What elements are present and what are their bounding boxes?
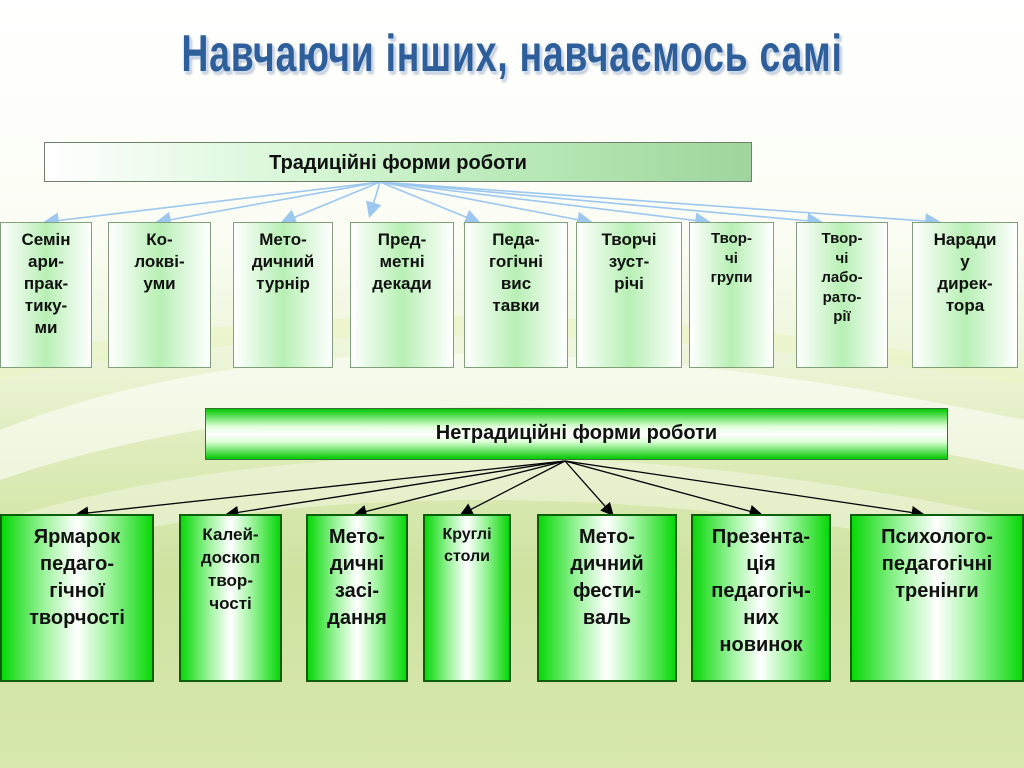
arrow-trad-8 [379,181,824,229]
arrow-trad-9 [379,181,942,230]
nontrad-item-creativity-kaleidoscope: Калей- доскоп твор- чості [179,514,282,682]
traditional-forms-header: Традиційні форми роботи [44,142,752,182]
nontrad-item-psych-trainings: Психолого- педагогічні тренінги [850,514,1024,682]
arrow-trad-4 [366,181,382,219]
arrow-nontrad-5 [564,460,614,516]
trad-item-pedagogical-exhibitions: Педа- гогічні вис тавки [464,222,568,368]
arrow-nontrad-2 [225,460,566,519]
nontraditional-forms-header: Нетрадиційні форми роботи [205,408,948,460]
trad-item-director-meetings: Наради у дирек- тора [912,222,1018,368]
trad-item-creative-meetings: Творчі зуст- річі [576,222,682,368]
arrow-trad-6 [379,181,594,228]
trad-item-creative-laboratories: Твор- чі лабо- рато- рії [796,222,888,368]
arrow-trad-1 [42,181,381,229]
nontrad-item-pedagogical-fair: Ярмарок педаго- гічної творчості [0,514,154,682]
arrow-nontrad-1 [75,460,566,520]
arrow-nontrad-4 [459,460,566,516]
arrow-trad-2 [154,181,381,228]
arrow-trad-7 [379,181,712,229]
trad-item-seminars: Семін ари- прак- тику- ми [0,222,92,368]
arrow-trad-5 [379,181,481,225]
arrow-nontrad-6 [564,460,763,518]
trad-item-subject-decades: Пред- метні декади [350,222,454,368]
nontrad-item-methodical-festival: Мето- дичний фести- валь [537,514,677,682]
trad-item-methodical-tournament: Мето- дичний турнір [233,222,333,368]
trad-item-colloquiums: Ко- локві- уми [108,222,211,368]
slide-title: Навчаючи інших, навчаємось самі [181,25,843,83]
nontrad-item-methodical-sessions: Мето- дичні засі- дання [306,514,408,682]
nontrad-item-round-tables: Круглі столи [423,514,511,682]
nontrad-item-innovations-presentation: Презента- ція педагогіч- них новинок [691,514,831,682]
arrow-trad-3 [280,181,381,225]
arrow-nontrad-7 [564,460,925,519]
trad-item-creative-groups: Твор- чі групи [689,222,774,368]
arrow-nontrad-3 [353,460,566,518]
